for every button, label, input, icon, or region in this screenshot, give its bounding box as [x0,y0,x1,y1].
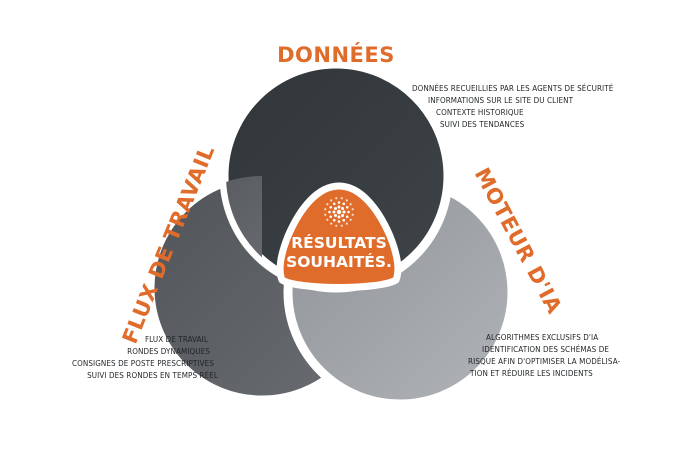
title-donnees: DONNÉES [277,42,395,67]
moteur-item: TION ET RÉDUIRE LES INCIDENTS [469,367,593,378]
dot [332,202,336,206]
dot [349,218,352,221]
center-line-1: RÉSULTATS [291,233,386,252]
dot [337,215,341,219]
donnees-list: DONNÉES RECUEILLIES PAR LES AGENTS DE SÉ… [412,82,614,129]
dot [330,222,333,225]
donnees-item: CONTEXTE HISTORIQUE [436,108,524,117]
dot [328,210,331,214]
radial-dots-icon [324,197,354,227]
moteur-item: IDENTIFICATION DES SCHÉMAS DE [482,343,609,354]
dot [326,218,329,221]
dot [337,220,341,223]
flux-item: SUIVI DES RONDES EN TEMPS RÉEL [87,369,218,380]
dot [337,205,341,209]
dot [329,215,333,219]
dot [345,205,349,209]
moteur-item: ALGORITHMES EXCLUSIFS D'IA [486,333,598,342]
dot [332,218,336,222]
moteur-item: RISQUE AFIN D'OPTIMISER LA MODÉLISA- [468,355,621,366]
dot [342,218,346,222]
dot [332,210,336,214]
dot [342,210,346,214]
dot [330,199,333,202]
donnees-item: INFORMATIONS SUR LE SITE DU CLIENT [428,96,574,105]
moteur-list: ALGORITHMES EXCLUSIFS D'IA IDENTIFICATIO… [468,333,621,378]
dot [326,203,329,206]
dot [341,214,345,218]
dot [345,222,348,225]
dot [345,215,349,219]
dot [336,209,342,215]
dot [341,206,345,210]
center-results-shape [276,182,402,291]
dot [351,213,354,216]
dot [351,208,354,211]
donnees-item: DONNÉES RECUEILLIES PAR LES AGENTS DE SÉ… [412,82,614,93]
donnees-item: SUIVI DES TENDANCES [440,120,525,129]
flux-item: FLUX DE TRAVAIL [145,335,208,344]
dot [342,202,346,206]
dot [337,201,341,204]
dot [329,205,333,209]
dot [349,203,352,206]
dot [347,210,350,214]
dot [324,208,327,211]
dot [340,197,343,200]
dot [333,214,337,218]
center-line-2: SOUHAITÉS. [286,252,392,271]
dot [335,224,338,227]
dot [333,206,337,210]
dot [324,213,327,216]
dot [345,199,348,202]
flux-item: RONDES DYNAMIQUES [127,347,210,356]
flux-list: FLUX DE TRAVAIL RONDES DYNAMIQUES CONSIG… [72,335,218,380]
flux-item: CONSIGNES DE POSTE PRESCRIPTIVES [72,359,214,368]
dot [335,197,338,200]
dot [340,224,343,227]
